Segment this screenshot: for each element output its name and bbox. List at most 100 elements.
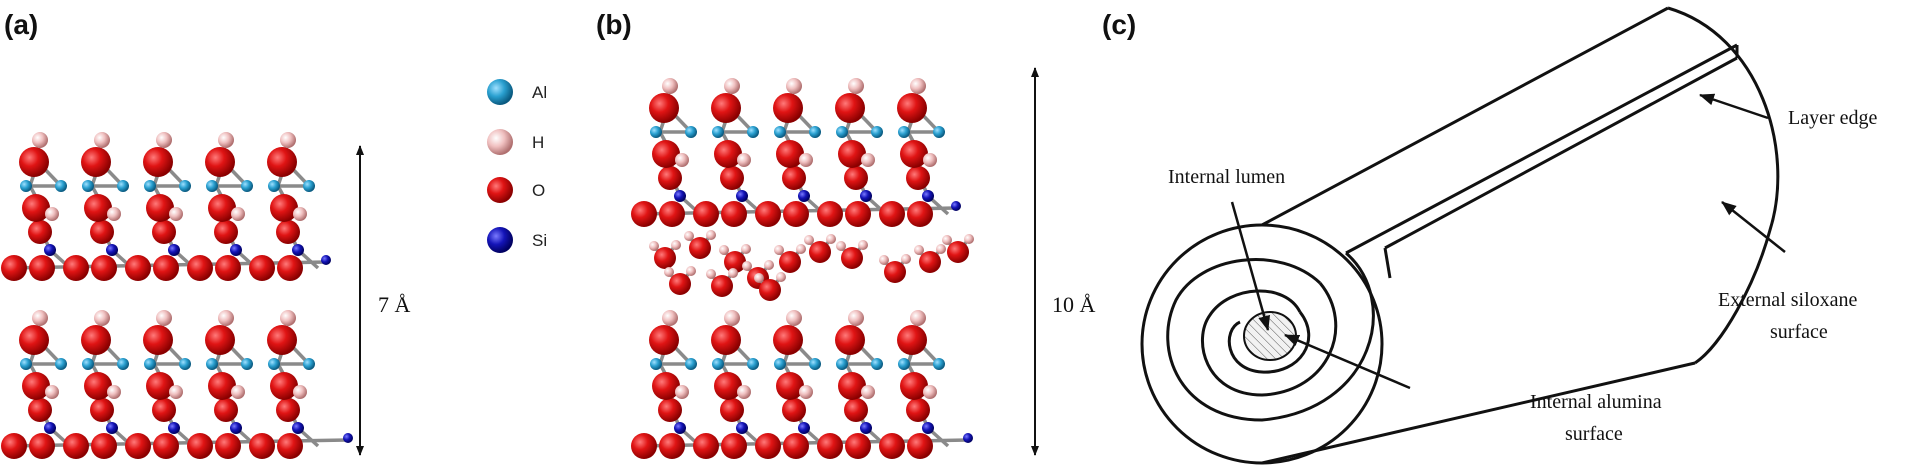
hydrogen-atom	[293, 385, 307, 399]
oxygen-atom	[900, 372, 928, 400]
oxygen-atom	[143, 325, 173, 355]
aluminum-atom	[685, 126, 697, 138]
hydrogen-atom	[107, 385, 121, 399]
oxygen-atom	[91, 255, 117, 281]
layer-edge-step	[1383, 247, 1392, 279]
spiral-layer-1	[1166, 251, 1375, 422]
silicon-atom	[674, 190, 686, 202]
water-hydrogen-atom	[776, 272, 786, 282]
silicon-atom	[860, 190, 872, 202]
water-hydrogen-atom	[742, 261, 752, 271]
water-hydrogen-atom	[649, 241, 659, 251]
water-hydrogen-atom	[964, 234, 974, 244]
oxygen-atom	[659, 201, 685, 227]
water-hydrogen-atom	[826, 234, 836, 244]
oxygen-atom	[90, 220, 114, 244]
hydrogen-atom	[231, 385, 245, 399]
nanotube-schematic	[1140, 6, 1780, 465]
oxygen-atom	[652, 372, 680, 400]
oxygen-atom	[205, 147, 235, 177]
oxygen-atom	[214, 398, 238, 422]
silicon-atom	[168, 422, 180, 434]
water-hydrogen-atom	[728, 268, 738, 278]
hydrogen-atom	[231, 207, 245, 221]
hydrogen-atom	[156, 132, 172, 148]
silicon-atom	[798, 190, 810, 202]
silicon-atom	[343, 433, 353, 443]
silicon-atom	[951, 201, 961, 211]
water-hydrogen-atom	[901, 254, 911, 264]
aluminum-atom	[303, 180, 315, 192]
water-oxygen-atom	[809, 241, 831, 263]
spiral-layer-3	[1227, 311, 1311, 374]
oxygen-atom	[81, 147, 111, 177]
oxygen-atom	[277, 255, 303, 281]
aluminum-atom	[55, 358, 67, 370]
kaolinite-structure-a	[1, 132, 353, 459]
label-internal-alumina-line1: Internal alumina	[1530, 391, 1662, 413]
aluminum-atom	[933, 358, 945, 370]
oxygen-atom	[153, 255, 179, 281]
water-hydrogen-atom	[936, 244, 946, 254]
legend-swatch-h	[487, 129, 513, 155]
halloysite-hydrated-structure-b	[631, 78, 974, 459]
oxygen-atom	[897, 93, 927, 123]
silicon-atom	[168, 244, 180, 256]
oxygen-atom	[215, 433, 241, 459]
oxygen-atom	[91, 433, 117, 459]
oxygen-atom	[783, 201, 809, 227]
water-oxygen-atom	[919, 251, 941, 273]
oxygen-atom	[845, 201, 871, 227]
oxygen-atom	[208, 372, 236, 400]
silicon-atom	[292, 422, 304, 434]
oxygen-atom	[838, 372, 866, 400]
legend-label-si: Si	[532, 231, 547, 250]
label-external-siloxane-line1: External siloxane	[1718, 289, 1858, 311]
dimension-label-b: 10 Å	[1052, 292, 1096, 317]
hydrogen-atom	[169, 207, 183, 221]
silicon-atom	[674, 422, 686, 434]
dimension-label-a: 7 Å	[378, 292, 411, 317]
oxygen-atom	[631, 433, 657, 459]
water-oxygen-atom	[711, 275, 733, 297]
aluminum-atom	[117, 180, 129, 192]
legend-swatch-al	[487, 79, 513, 105]
hydrogen-atom	[675, 153, 689, 167]
arrow-internal-alumina	[1284, 333, 1411, 390]
aluminum-atom	[898, 358, 910, 370]
aluminum-atom	[836, 358, 848, 370]
aluminum-atom	[179, 358, 191, 370]
hydrogen-atom	[737, 385, 751, 399]
water-hydrogen-atom	[706, 269, 716, 279]
hydrogen-atom	[169, 385, 183, 399]
hydrogen-atom	[861, 153, 875, 167]
water-hydrogen-atom	[796, 244, 806, 254]
hydrogen-atom	[156, 310, 172, 326]
oxygen-atom	[267, 325, 297, 355]
hydrogen-atom	[32, 310, 48, 326]
oxygen-atom	[879, 201, 905, 227]
silicon-atom	[736, 190, 748, 202]
oxygen-atom	[897, 325, 927, 355]
aluminum-atom	[933, 126, 945, 138]
hydrogen-atom	[923, 153, 937, 167]
oxygen-atom	[187, 255, 213, 281]
hydrogen-atom	[662, 310, 678, 326]
silicon-atom	[798, 422, 810, 434]
oxygen-atom	[19, 325, 49, 355]
oxygen-atom	[22, 194, 50, 222]
oxygen-atom	[782, 398, 806, 422]
oxygen-atom	[1, 433, 27, 459]
spiral-layer-2	[1201, 282, 1338, 397]
hydrogen-atom	[848, 78, 864, 94]
label-internal-lumen: Internal lumen	[1168, 166, 1285, 188]
legend-label-al: Al	[532, 83, 547, 102]
legend-swatch-si	[487, 227, 513, 253]
silicon-atom	[230, 244, 242, 256]
water-hydrogen-atom	[858, 240, 868, 250]
tube-bottom-edge	[1261, 361, 1696, 465]
water-oxygen-atom	[841, 247, 863, 269]
arrow-layer-edge	[1699, 93, 1769, 120]
oxygen-atom	[270, 194, 298, 222]
water-hydrogen-atom	[879, 255, 889, 265]
